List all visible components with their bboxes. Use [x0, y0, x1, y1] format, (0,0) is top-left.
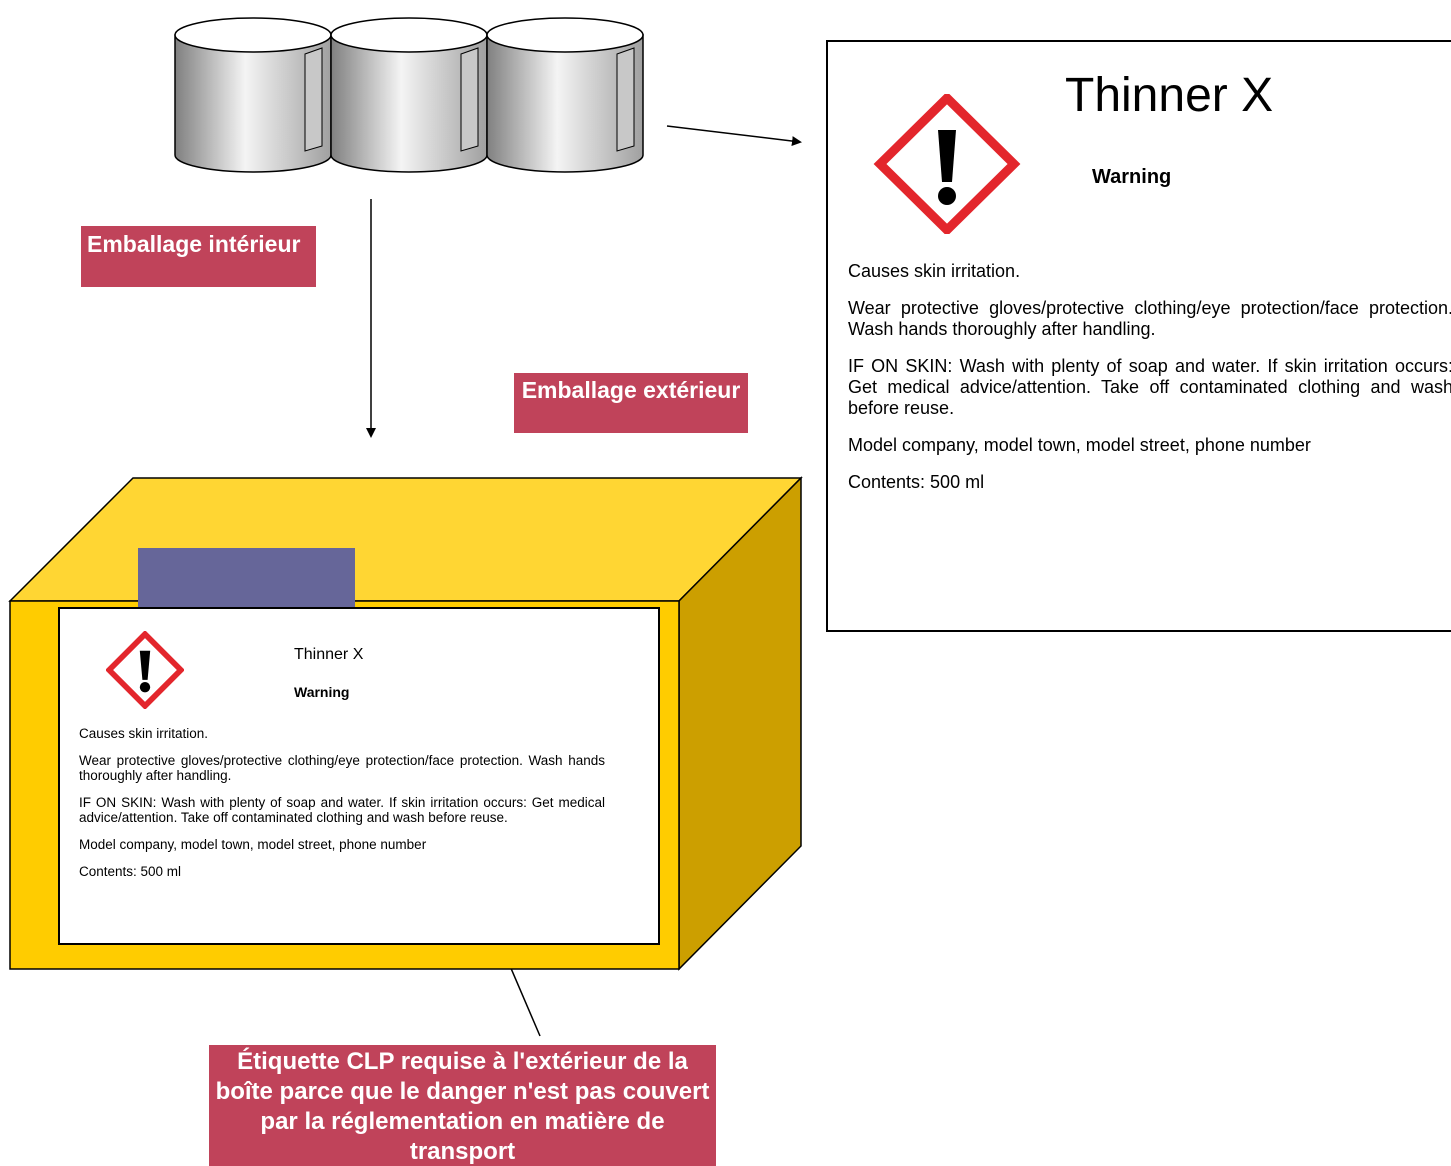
signal-word: Warning [294, 684, 350, 700]
exclamation-mark-icon [106, 631, 184, 709]
can-2 [330, 17, 488, 173]
precautionary-prevention: Wear protective gloves/protective clothi… [848, 298, 1451, 339]
inner-packaging-cans [174, 17, 644, 173]
precautionary-prevention: Wear protective gloves/protective clothi… [79, 753, 605, 783]
product-name: Thinner X [1065, 69, 1274, 122]
outer-packaging-tag: Emballage extérieur [514, 373, 748, 433]
hazard-statement: Causes skin irritation. [79, 726, 209, 741]
precautionary-response: IF ON SKIN: Wash with plenty of soap and… [79, 795, 605, 825]
clp-label-enlarged: Thinner X Warning Causes skin irritation… [826, 40, 1451, 632]
can-3 [486, 17, 644, 173]
hazard-statement: Causes skin irritation. [848, 261, 1021, 281]
label-text: Causes skin irritation. Wear protective … [848, 261, 1451, 509]
exclamation-mark-icon [873, 94, 1021, 234]
box-tape [138, 548, 355, 608]
inner-packaging-tag: Emballage intérieur [81, 226, 316, 287]
arrow-cans-to-label [666, 125, 802, 147]
can-1 [174, 17, 332, 173]
precautionary-response: IF ON SKIN: Wash with plenty of soap and… [848, 356, 1451, 418]
supplier-details: Model company, model town, model street,… [848, 435, 1311, 455]
contents: Contents: 500 ml [848, 472, 985, 492]
signal-word: Warning [1092, 166, 1172, 188]
product-name: Thinner X [294, 646, 364, 663]
contents: Contents: 500 ml [79, 864, 182, 879]
clp-label-on-box: Thinner X Warning Causes skin irritation… [58, 607, 660, 945]
label-text: Causes skin irritation. Wear protective … [79, 726, 605, 891]
supplier-details: Model company, model town, model street,… [79, 837, 427, 852]
clp-label-note: Étiquette CLP requise à l'extérieur de l… [209, 1045, 716, 1166]
box-top-face [8, 477, 803, 602]
